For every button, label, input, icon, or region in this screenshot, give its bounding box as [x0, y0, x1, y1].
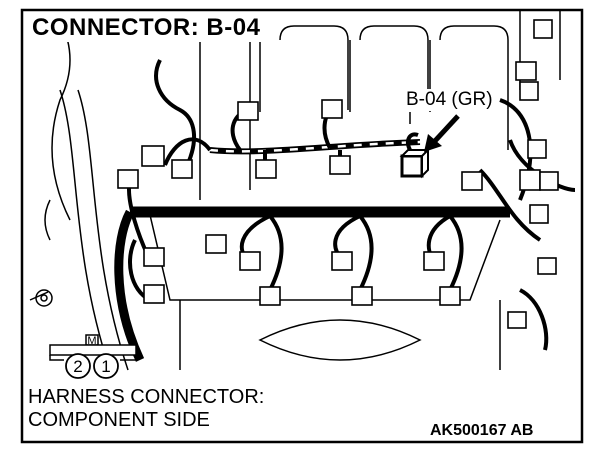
connector-callout-label: B-04 (GR) — [404, 89, 495, 111]
connector-symbol: M 2 1 — [49, 334, 137, 379]
b04-connector — [399, 132, 431, 179]
caption-line-2: COMPONENT SIDE — [28, 409, 210, 431]
connector-blocks — [117, 19, 559, 329]
callout-arrow — [409, 112, 460, 152]
figure-code: AK500167 AB — [430, 422, 534, 439]
left-cluster-wires — [127, 59, 576, 351]
harness-left-drop — [114, 209, 145, 362]
intake-manifold-outline — [51, 10, 561, 370]
pin-1-label: 1 — [101, 357, 110, 376]
connector-top-label: M — [87, 335, 96, 347]
diagram-title: CONNECTOR: B-04 — [28, 14, 265, 42]
pin-2-label: 2 — [73, 357, 82, 376]
left-hose — [29, 89, 129, 371]
frame-border — [20, 8, 584, 444]
caption-line-1: HARNESS CONNECTOR: — [28, 386, 265, 408]
caption: HARNESS CONNECTOR: COMPONENT SIDE — [28, 386, 264, 432]
